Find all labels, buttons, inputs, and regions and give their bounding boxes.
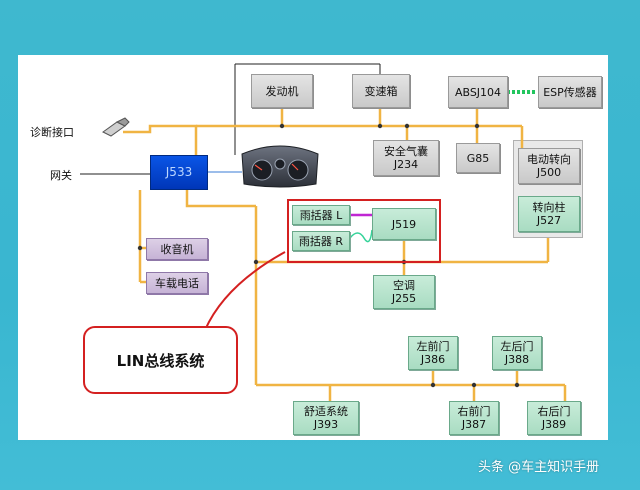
comfort-system-label: 舒适系统 (304, 405, 348, 418)
watermark: 头条 @车主知识手册 (478, 460, 600, 475)
lin-callout: LIN总线系统 (83, 326, 238, 394)
gateway-label: 网关 (50, 169, 72, 182)
power-steering-node[interactable]: 电动转向 J500 (518, 148, 580, 184)
comfort-system-code: J393 (313, 418, 339, 431)
power-steering-label: 电动转向 (527, 153, 571, 166)
ac-label: 空调 (393, 279, 415, 292)
callout-pointer (204, 251, 286, 331)
engine-label: 发动机 (265, 84, 299, 98)
comfort-system-node[interactable]: 舒适系统 J393 (293, 401, 359, 435)
steering-column-label: 转向柱 (532, 201, 566, 214)
diagnostic-plug-icon (102, 117, 130, 137)
engine-node[interactable]: 发动机 (251, 74, 313, 108)
steering-column-code: J527 (536, 214, 562, 227)
rear-right-door-code: J389 (541, 418, 567, 431)
j519-node[interactable]: J519 (372, 208, 436, 240)
lin-callout-text: LIN总线系统 (116, 351, 205, 370)
wiper-right-node[interactable]: 雨括器 R (292, 231, 350, 251)
radio-node[interactable]: 收音机 (146, 238, 208, 260)
car-phone-node[interactable]: 车载电话 (146, 272, 208, 294)
front-right-door-label: 右前门 (457, 405, 491, 418)
airbag-label: 安全气囊 (384, 145, 428, 158)
wiper-left-label: 雨括器 L (299, 208, 343, 222)
diag-bus (123, 124, 198, 155)
airbag-code: J234 (393, 158, 419, 171)
gateway-module[interactable]: J533 (150, 155, 208, 190)
gateway-module-label: J533 (165, 165, 193, 179)
rear-right-door-label: 右后门 (537, 405, 571, 418)
esp-label: ESP传感器 (543, 85, 597, 99)
front-left-door-code: J386 (420, 353, 446, 366)
diag-port-label: 诊断接口 (30, 126, 74, 139)
gateway-down (185, 190, 256, 208)
rear-left-door-label: 左后门 (500, 340, 534, 353)
front-left-door-node[interactable]: 左前门 J386 (408, 336, 458, 370)
front-right-door-node[interactable]: 右前门 J387 (449, 401, 499, 435)
ac-node[interactable]: 空调 J255 (373, 275, 435, 309)
gearbox-label: 变速箱 (364, 84, 398, 98)
radio-label: 收音机 (160, 242, 194, 256)
wiper-left-node[interactable]: 雨括器 L (292, 205, 350, 225)
car-phone-label: 车载电话 (155, 276, 199, 290)
rear-left-door-node[interactable]: 左后门 J388 (492, 336, 542, 370)
power-steering-code: J500 (536, 166, 562, 179)
ac-code: J255 (391, 292, 417, 305)
lin-wire-r (349, 229, 373, 243)
g85-label: G85 (466, 151, 490, 165)
wiper-right-label: 雨括器 R (298, 234, 344, 248)
front-right-door-code: J387 (461, 418, 487, 431)
esp-sensor-node[interactable]: ESP传感器 (538, 76, 602, 108)
g85-node[interactable]: G85 (456, 143, 500, 173)
lin-highlight-frame (287, 199, 441, 263)
abs-node[interactable]: ABSJ104 (448, 76, 508, 108)
airbag-node[interactable]: 安全气囊 J234 (373, 140, 439, 176)
gearbox-node[interactable]: 变速箱 (352, 74, 410, 108)
front-left-door-label: 左前门 (416, 340, 450, 353)
abs-label: ABSJ104 (454, 85, 502, 99)
steering-column-node[interactable]: 转向柱 J527 (518, 196, 580, 232)
rear-left-door-code: J388 (504, 353, 530, 366)
j519-label: J519 (391, 217, 417, 231)
instrument-cluster-icon (241, 145, 319, 188)
rear-right-door-node[interactable]: 右后门 J389 (527, 401, 581, 435)
